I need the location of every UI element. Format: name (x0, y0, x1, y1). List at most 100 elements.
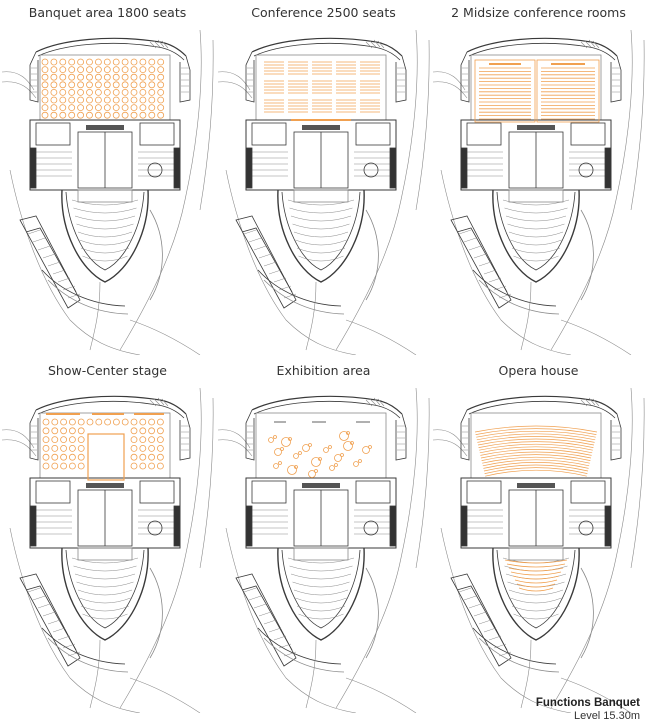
core-room (355, 122, 391, 146)
banquet-table (157, 73, 165, 81)
terrace-step (243, 587, 257, 593)
banquet-table (103, 96, 111, 104)
wall-column (389, 147, 397, 189)
exhibit-stand (298, 451, 302, 455)
site-line (415, 397, 430, 569)
banquet-table (95, 66, 102, 73)
banquet-table (112, 104, 120, 111)
ramp (47, 279, 129, 315)
opera-seat-row (483, 464, 589, 472)
exhibit-stand (314, 469, 318, 473)
banquet-table (68, 111, 76, 119)
opera-seat-row (516, 583, 556, 588)
banquet-table (157, 58, 165, 66)
banquet-table (112, 81, 120, 89)
banquet-table (95, 89, 102, 96)
west-wing (460, 51, 470, 103)
spiral-stair (578, 162, 594, 178)
seat-row (296, 247, 346, 254)
opera-seat-row (480, 449, 592, 456)
orchestra-pit (508, 189, 564, 203)
wall-column (604, 505, 612, 547)
banquet-table (41, 89, 49, 96)
terrace-step (278, 643, 292, 649)
seat-row (80, 247, 130, 254)
site-line (119, 387, 202, 709)
terrace-line (241, 227, 293, 293)
auditorium-shell (61, 547, 149, 641)
site-line (89, 639, 101, 709)
building-outline (432, 29, 645, 355)
east-wing (395, 413, 407, 461)
terrace-step (458, 587, 472, 593)
ramp (41, 269, 126, 307)
banquet-table (112, 58, 120, 66)
show-table (130, 445, 138, 452)
show-table (139, 418, 147, 426)
west-wing (460, 409, 470, 461)
terrace-step (32, 237, 46, 243)
show-table (51, 445, 59, 452)
core-room (139, 122, 175, 146)
banquet-table (121, 104, 129, 111)
show-table (130, 462, 138, 470)
show-table (156, 436, 164, 443)
show-table (148, 436, 156, 443)
show-table (86, 418, 94, 426)
wall-column (29, 505, 37, 547)
banquet-table (50, 81, 58, 89)
banquet-table (157, 96, 165, 104)
banquet-table (50, 89, 58, 96)
seat-row (79, 239, 131, 246)
banquet-table (139, 81, 147, 89)
banquet-table (95, 73, 102, 81)
seat-row (298, 255, 344, 262)
show-table (148, 418, 156, 426)
site-line (1, 429, 35, 449)
exhibit-stand (293, 453, 299, 459)
show-table (156, 453, 164, 461)
floor-plan (1, 387, 214, 713)
show-table (42, 445, 50, 452)
terrace-step (488, 277, 502, 283)
show-table (60, 418, 67, 426)
terrace-line (456, 585, 508, 651)
banquet-table (41, 58, 49, 66)
show-table (51, 427, 59, 435)
roof-edge (466, 37, 618, 57)
exhibit-stand (323, 447, 329, 453)
floor-plan (1, 29, 214, 355)
wall-column (460, 505, 468, 547)
banquet-table (86, 81, 93, 89)
core-room (35, 480, 71, 504)
site-line (119, 29, 202, 351)
banquet-table (77, 104, 84, 111)
banquet-table (86, 66, 93, 73)
ramp (478, 279, 560, 315)
terrace-step (468, 245, 482, 251)
orchestra-pit (77, 189, 133, 203)
exhibit-stand (294, 465, 298, 469)
banquet-table (50, 96, 58, 104)
banquet-table (121, 81, 129, 89)
ramp (263, 637, 345, 673)
site-line (217, 439, 253, 457)
show-table (139, 462, 147, 470)
auditorium-shell (492, 547, 580, 641)
west-wing (29, 51, 39, 103)
banquet-table (130, 66, 138, 73)
east-wing (179, 55, 191, 103)
site-line (550, 387, 633, 709)
banquet-table (157, 111, 165, 119)
seat-row (77, 231, 133, 238)
proscenium (517, 125, 555, 130)
banquet-table (95, 96, 102, 104)
site-line (550, 29, 633, 351)
exhibit-stand (350, 441, 354, 445)
opera-seat-row (480, 451, 592, 459)
banquet-table (121, 89, 129, 96)
banquet-table (77, 96, 84, 104)
banquet-table (112, 89, 120, 96)
seat-row (71, 557, 139, 564)
show-table (77, 462, 85, 470)
